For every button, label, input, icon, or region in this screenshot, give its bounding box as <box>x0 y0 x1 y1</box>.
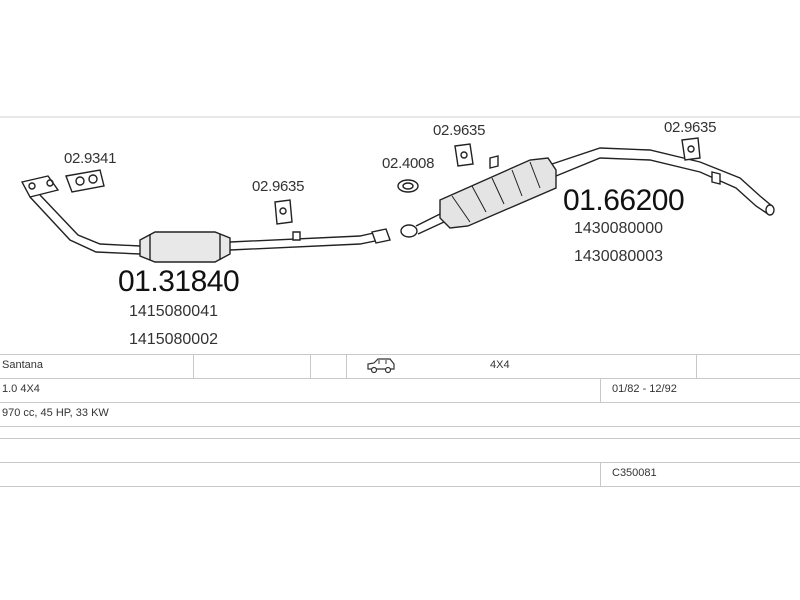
catalog-code-cell: C350081 <box>612 467 657 479</box>
rubber-hanger-part <box>454 143 474 167</box>
years-cell: 01/82 - 12/92 <box>612 383 677 395</box>
rubber-hanger-part <box>274 199 293 225</box>
rear-assembly-ref: 1430080003 <box>574 248 663 265</box>
part-code-label: 02.4008 <box>382 155 435 172</box>
car-icon <box>367 358 395 374</box>
rear-assembly-ref: 1430080000 <box>574 220 663 237</box>
spec-cell: 970 cc, 45 HP, 33 KW <box>2 407 109 419</box>
front-assembly-ref: 1415080041 <box>129 303 218 320</box>
part-code-label: 02.9341 <box>64 150 117 167</box>
engine-cell: 1.0 4X4 <box>2 383 40 395</box>
gasket-part <box>65 169 105 193</box>
front-assembly-ref: 1415080002 <box>129 331 218 348</box>
rubber-hanger-part <box>681 137 701 161</box>
front-assembly-code: 01.31840 <box>118 265 240 298</box>
drive-cell: 4X4 <box>490 359 510 371</box>
front-pipe-assembly <box>20 175 391 263</box>
model-cell: Santana <box>2 359 43 371</box>
part-code-label: 02.9635 <box>664 119 717 136</box>
ring-part <box>397 179 419 193</box>
part-code-label: 02.9635 <box>252 178 305 195</box>
rear-assembly-code: 01.66200 <box>563 184 685 217</box>
rear-silencer-assembly <box>400 147 775 238</box>
part-code-label: 02.9635 <box>433 122 486 139</box>
